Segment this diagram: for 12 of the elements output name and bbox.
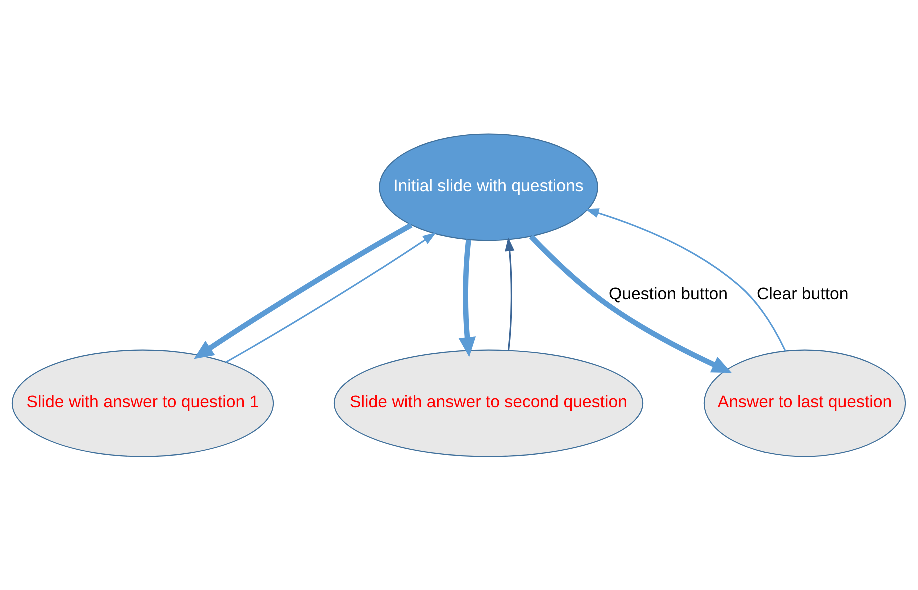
edge-label: Question button <box>608 284 728 304</box>
node-ellipse: Slide with answer to second question <box>334 349 644 457</box>
arrow <box>226 232 437 363</box>
node-ellipse: Slide with answer to question 1 <box>12 349 274 457</box>
node-ellipse: Answer to last question <box>704 349 906 457</box>
arrow <box>505 237 515 350</box>
edge-label: Clear button <box>756 284 849 304</box>
node-ellipse: Initial slide with questions <box>379 133 598 241</box>
arrow <box>194 222 413 359</box>
arrow <box>458 239 476 357</box>
arrow <box>585 208 786 351</box>
arrow <box>529 234 732 373</box>
